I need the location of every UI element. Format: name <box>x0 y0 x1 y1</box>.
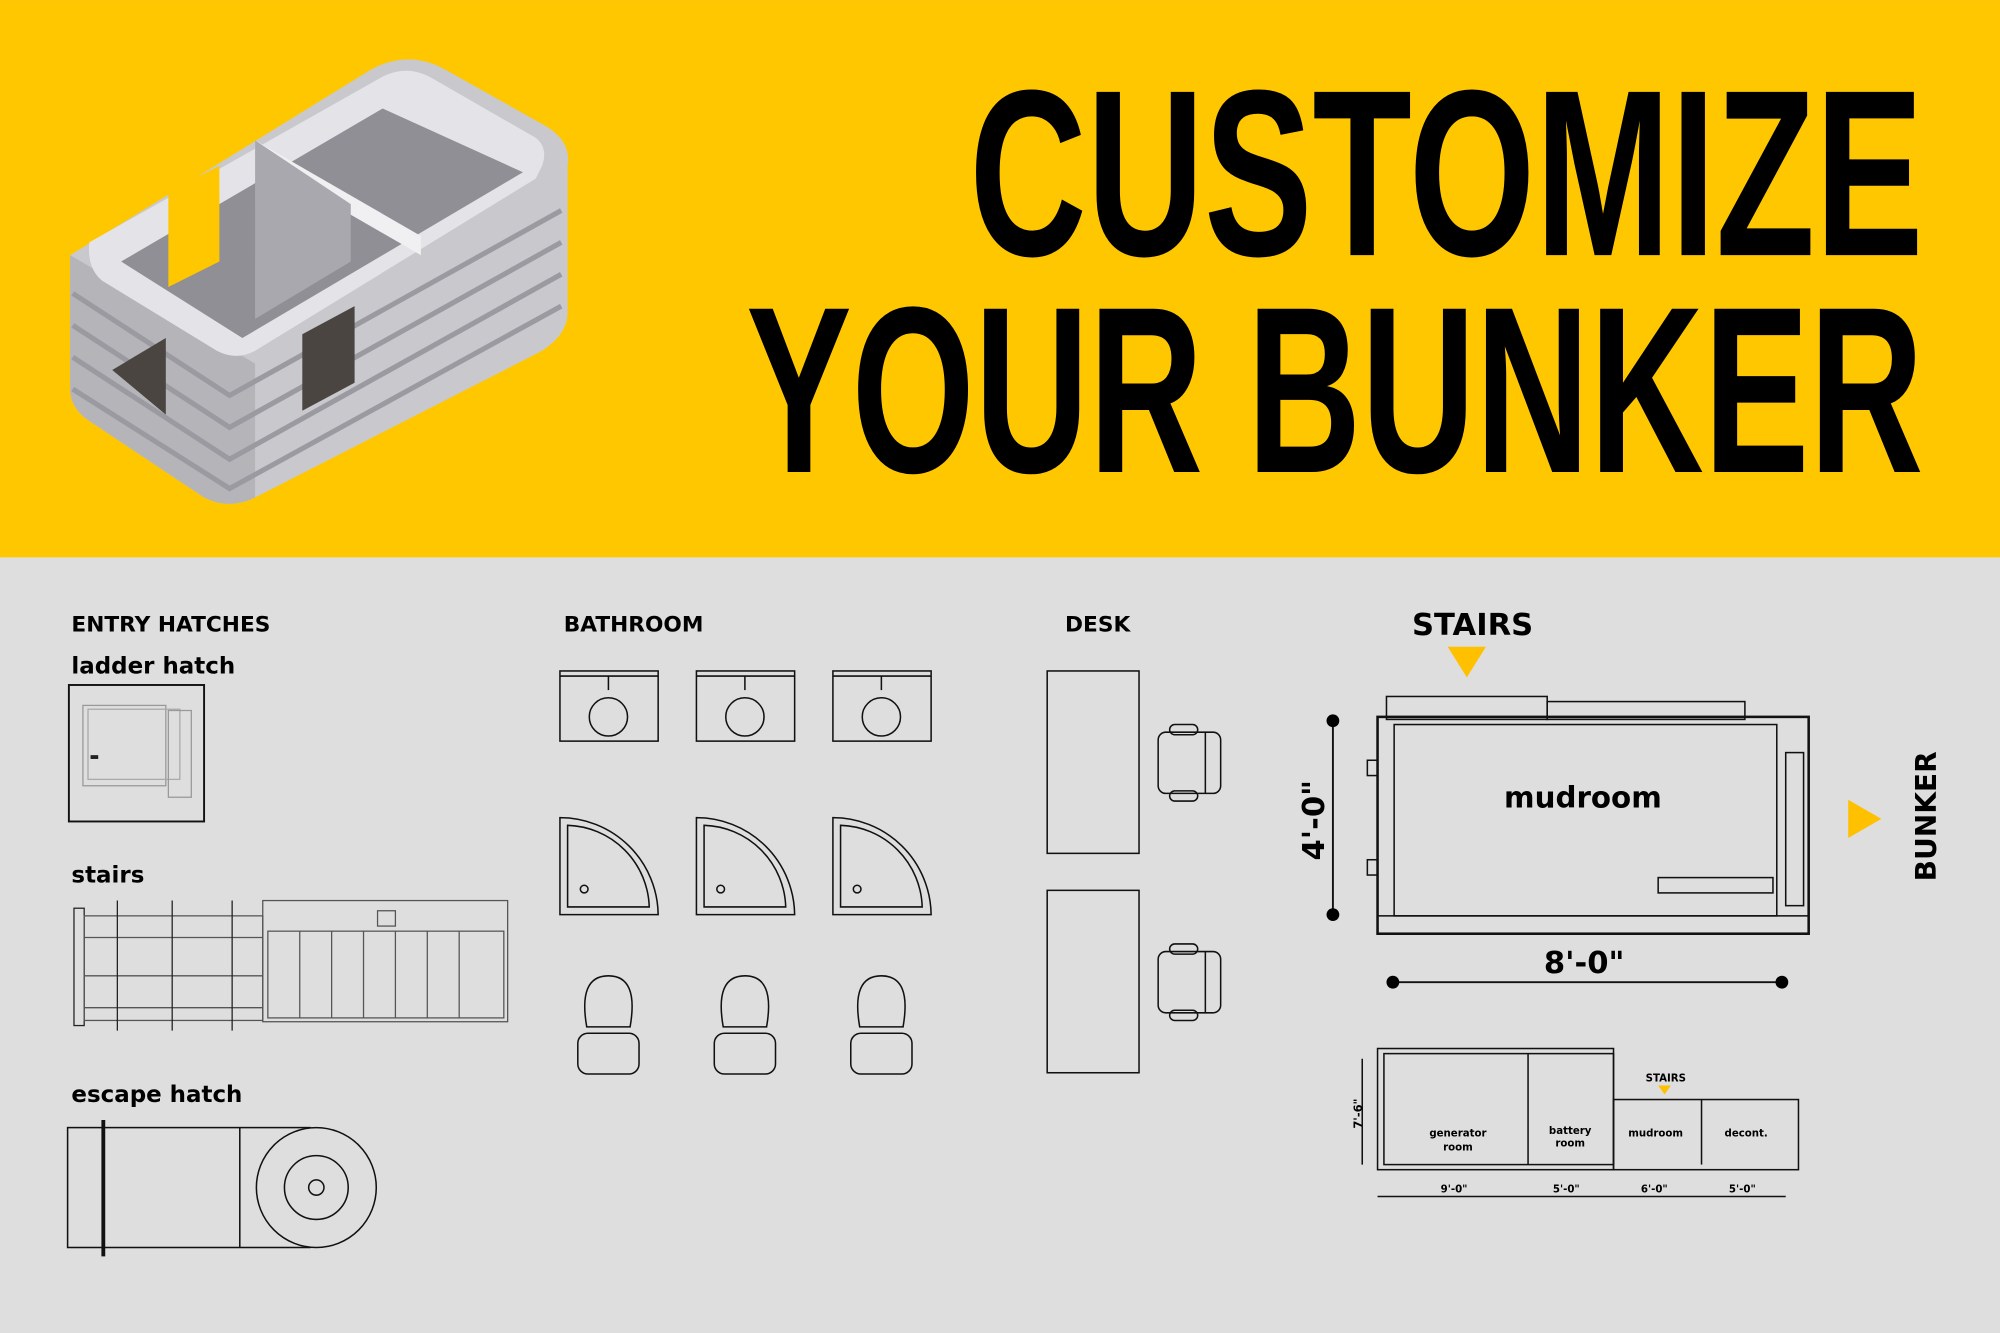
mudroom-plan-drawing <box>1366 695 1810 935</box>
sink <box>832 670 932 742</box>
mudroom-label: mudroom <box>1504 780 1662 814</box>
bathroom-fixtures <box>559 670 932 1075</box>
shower <box>559 816 659 916</box>
chair <box>1157 943 1222 1022</box>
stairs-arrow-icon <box>1447 646 1486 678</box>
full-plan-stairs: STAIRS <box>1646 1074 1686 1085</box>
toilet <box>850 975 913 1075</box>
shower <box>832 816 932 916</box>
desk-title: DESK <box>1065 612 1131 637</box>
room-width: 6'-0" <box>1641 1185 1668 1196</box>
width-dimension-label: 8'-0" <box>1544 946 1625 981</box>
escape-hatch-label: escape hatch <box>71 1082 242 1108</box>
full-plan-height: 7'-6" <box>1351 1098 1365 1128</box>
room-name: generator <box>1429 1129 1486 1140</box>
height-dimension-label: 4'-0" <box>1297 780 1332 861</box>
bunker-label: BUNKER <box>1910 751 1943 882</box>
full-plan-stairs-arrow-icon <box>1658 1085 1671 1095</box>
width-dimension <box>1386 975 1789 989</box>
stairs-drawing <box>73 899 509 1031</box>
full-bunker-plan <box>1361 1047 1800 1198</box>
room-width: 5'-0" <box>1553 1185 1580 1196</box>
shower <box>695 816 796 916</box>
headline-line-2: YOUR BUNKER <box>746 258 1923 523</box>
room-width: 5'-0" <box>1729 1185 1756 1196</box>
room-name: decont. <box>1725 1129 1768 1140</box>
headline-line-1: CUSTOMIZE <box>969 41 1923 306</box>
toilet <box>577 975 640 1075</box>
sink <box>695 670 796 742</box>
height-dimension <box>1326 714 1340 921</box>
bunker-3d-model <box>70 59 569 504</box>
escape-hatch-drawing <box>66 1119 378 1257</box>
sink <box>559 670 659 742</box>
room-name: room <box>1443 1143 1473 1154</box>
room-name: room <box>1555 1139 1585 1150</box>
ladder-hatch-label: ladder hatch <box>71 654 235 680</box>
ladder-hatch-drawing <box>67 684 206 823</box>
bathroom-title: BATHROOM <box>564 612 704 637</box>
room-name: mudroom <box>1628 1129 1683 1140</box>
entry-hatches-title: ENTRY HATCHES <box>71 612 270 637</box>
stairs-heading: STAIRS <box>1412 608 1533 643</box>
chair <box>1157 723 1222 802</box>
room-width: 9'-0" <box>1441 1185 1468 1196</box>
room-name: battery <box>1549 1126 1592 1137</box>
toilet <box>713 975 777 1075</box>
stairs-label: stairs <box>71 863 144 889</box>
desk-drawings <box>1046 670 1222 1074</box>
bunker-arrow-icon <box>1848 799 1882 839</box>
room-labels: generator room battery room mudroom deco… <box>1429 1126 1767 1196</box>
